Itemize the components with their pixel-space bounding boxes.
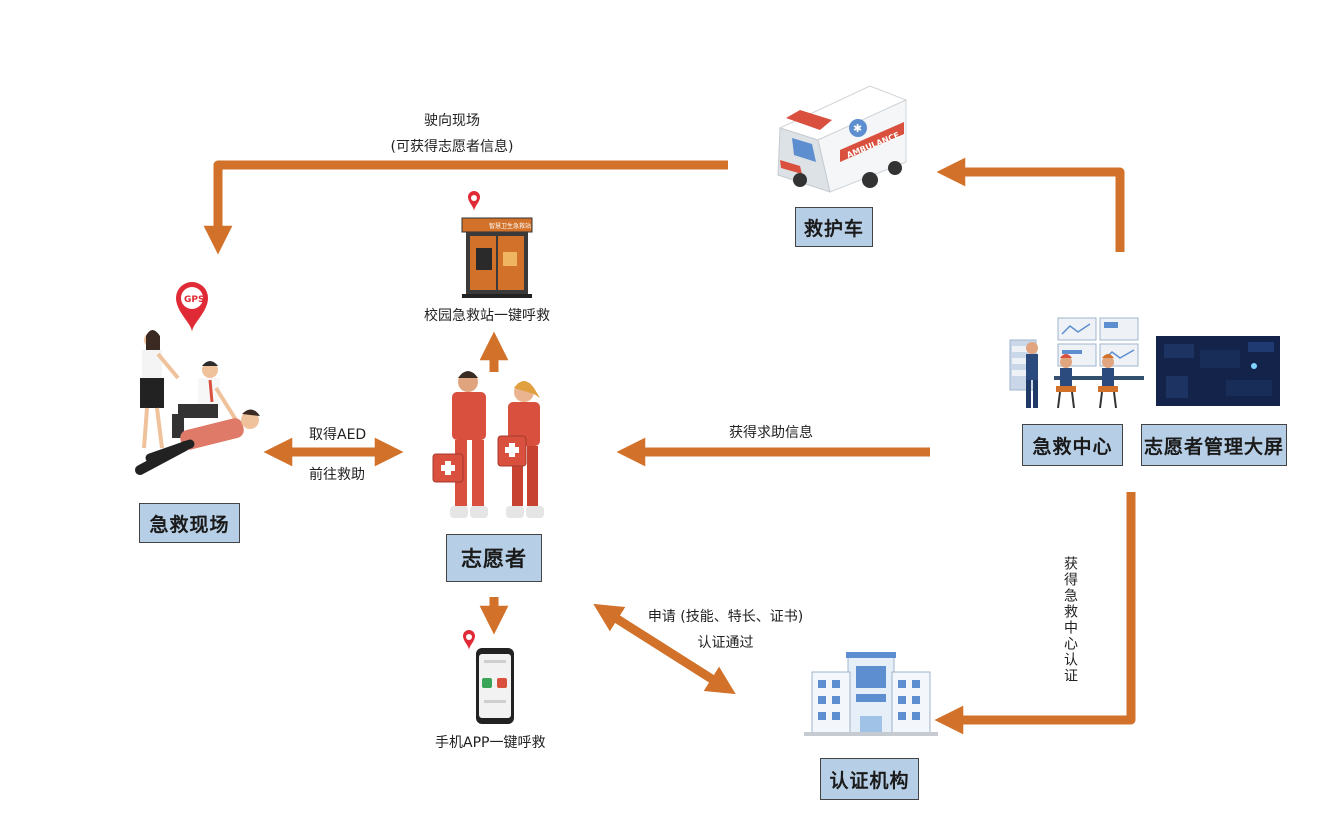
svg-text:✱: ✱ (853, 122, 862, 135)
volunteer-screen-icon (1156, 336, 1280, 406)
ambulance-icon: AMBULANCE ✱ (777, 85, 908, 193)
arrow-center-to-ambulance (936, 157, 1125, 252)
caption-drive: 驶向现场 (可获得志愿者信息) (382, 110, 522, 156)
arrow-ambulance-to-scene (203, 160, 728, 255)
node-scene: 急救现场 (139, 503, 240, 543)
node-emergency-center: 急救中心 (1022, 424, 1123, 466)
svg-text:GPS: GPS (184, 295, 204, 305)
caption-apply: 申请 (技能、特长、证书) 认证通过 (638, 606, 813, 652)
gps-pin-icon (463, 630, 475, 650)
node-volunteer-screen: 志愿者管理大屏 (1141, 424, 1287, 466)
caption-phone-app: 手机APP一键呼救 (435, 735, 546, 751)
caption-go-rescue: 前往救助 (309, 467, 365, 483)
arrow-volunteer-certification (593, 603, 736, 695)
caption-drive-line2: (可获得志愿者信息) (390, 139, 514, 155)
caption-get-aed: 取得AED (309, 427, 367, 443)
certification-building-icon (804, 652, 938, 736)
svg-text:智慧卫生急救站: 智慧卫生急救站 (489, 222, 531, 230)
emergency-center-icon (1009, 317, 1144, 409)
caption-apply-line2: 认证通过 (697, 635, 754, 651)
arrows (203, 157, 1136, 735)
gps-pin-icon: GPS (176, 282, 208, 332)
caption-drive-line1: 驶向现场 (424, 113, 480, 129)
node-ambulance: 救护车 (795, 207, 873, 247)
arrow-center-to-certification (934, 492, 1136, 735)
campus-station-icon: 智慧卫生急救站 (461, 191, 533, 298)
caption-help-info: 获得求助信息 (729, 425, 813, 441)
volunteers-icon (432, 371, 544, 518)
scene-icon: GPS (135, 282, 260, 475)
node-volunteer: 志愿者 (446, 534, 542, 582)
gps-pin-icon (468, 191, 480, 211)
caption-center-cert: 获得急救中心认证 (1062, 556, 1078, 684)
caption-campus-station: 校园急救站一键呼救 (424, 308, 550, 324)
phone-app-icon (463, 630, 514, 724)
caption-apply-line1: 申请 (技能、特长、证书) (647, 609, 804, 625)
node-certification: 认证机构 (820, 758, 919, 800)
